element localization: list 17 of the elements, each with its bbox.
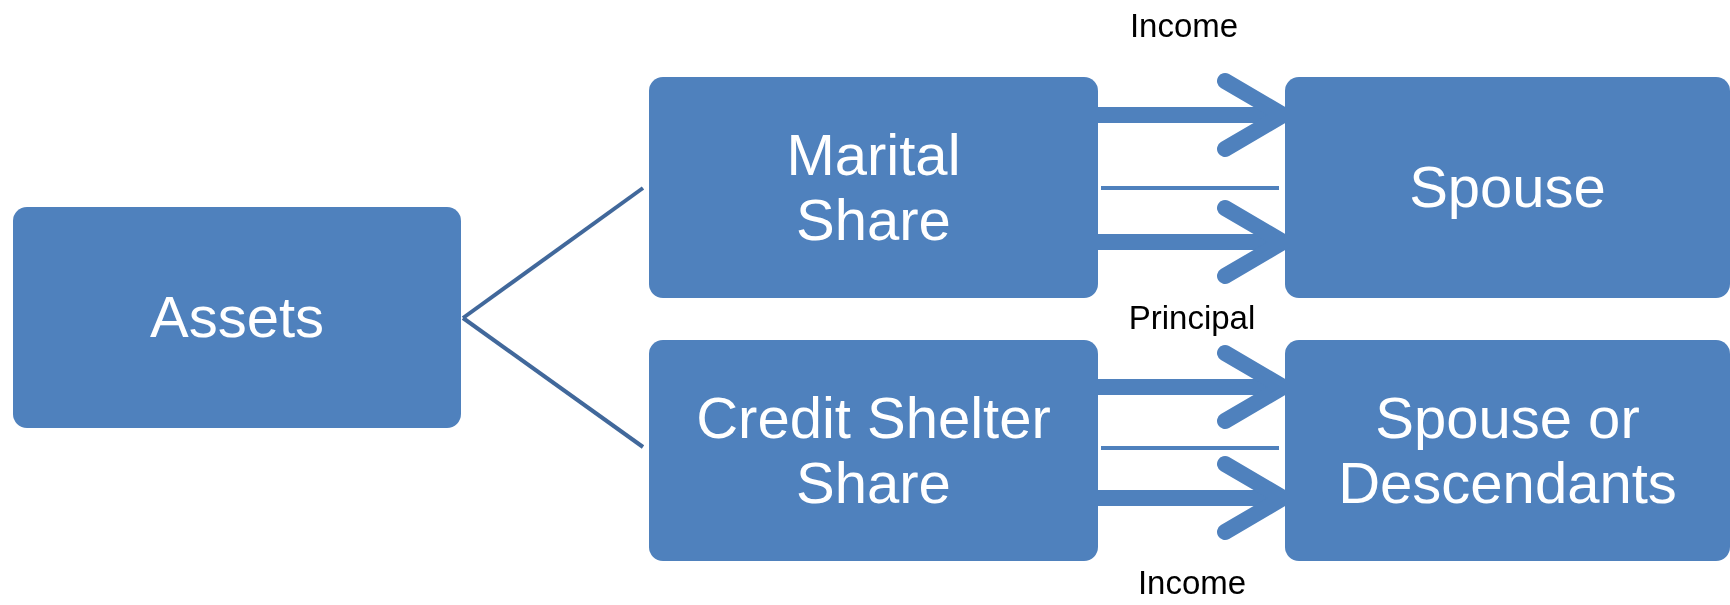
connector-line: [1101, 446, 1279, 450]
node-label: Spouse: [1409, 155, 1606, 220]
connector-line: [1101, 186, 1279, 190]
rounded-box: [1285, 77, 1730, 298]
rounded-box: [1285, 340, 1730, 561]
edge-label: Income: [1129, 7, 1239, 45]
node-label: Assets: [149, 285, 325, 350]
rounded-box: [649, 77, 1098, 298]
flow-label: Principal: [1128, 299, 1256, 337]
node-label: Credit Shelter Share: [695, 385, 1052, 516]
rounded-box: [13, 207, 461, 428]
connector-line: [461, 186, 645, 320]
rounded-box: [649, 340, 1098, 561]
edge-label: Income: [1137, 564, 1247, 602]
node-label: Marital Share: [785, 122, 962, 253]
node-label: Spouse or Descendants: [1337, 385, 1678, 516]
connector-line: [461, 316, 645, 449]
